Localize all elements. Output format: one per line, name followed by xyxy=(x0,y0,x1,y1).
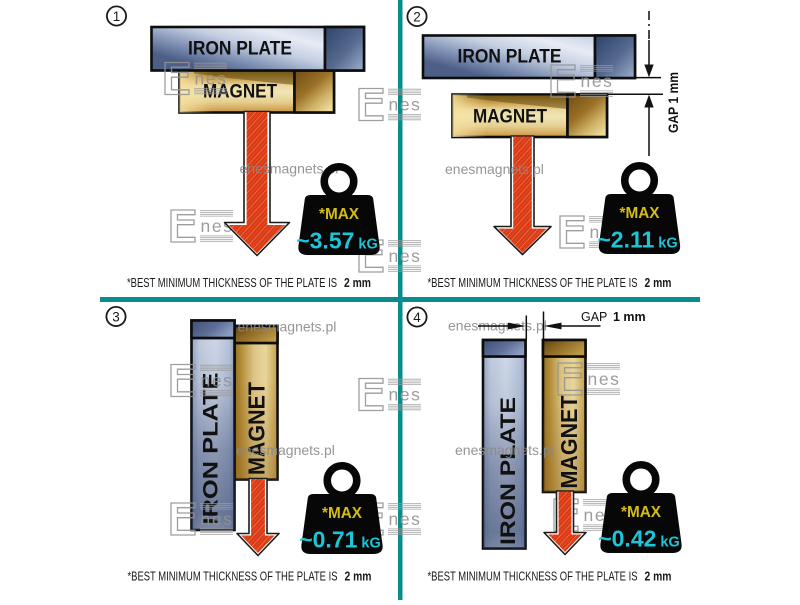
svg-text:2: 2 xyxy=(413,9,421,24)
svg-text:MAGNET: MAGNET xyxy=(473,107,547,128)
svg-text:1: 1 xyxy=(113,9,121,24)
svg-text:enesmagnets.pl: enesmagnets.pl xyxy=(238,319,337,335)
svg-text:2 mm: 2 mm xyxy=(645,276,672,290)
svg-text:2 mm: 2 mm xyxy=(645,570,672,584)
svg-text:*BEST MINIMUM THICKNESS OF THE: *BEST MINIMUM THICKNESS OF THE PLATE IS xyxy=(127,276,337,290)
svg-text:*MAX: *MAX xyxy=(322,505,362,522)
svg-text:enesmagnets.pl: enesmagnets.pl xyxy=(445,161,544,177)
svg-text:GAP: GAP xyxy=(581,310,607,324)
svg-text:*BEST MINIMUM THICKNESS OF THE: *BEST MINIMUM THICKNESS OF THE PLATE IS xyxy=(428,276,638,290)
svg-text:2 mm: 2 mm xyxy=(344,276,371,290)
svg-text:*MAX: *MAX xyxy=(319,206,359,223)
svg-text:IRON PLATE: IRON PLATE xyxy=(188,39,292,60)
svg-text:2 mm: 2 mm xyxy=(345,570,372,584)
svg-text:~2.11 kG: ~2.11 kG xyxy=(597,227,677,253)
svg-text:4: 4 xyxy=(413,310,421,325)
svg-text:IRON PLATE: IRON PLATE xyxy=(200,373,223,525)
svg-text:*BEST MINIMUM THICKNESS OF THE: *BEST MINIMUM THICKNESS OF THE PLATE IS xyxy=(128,570,338,584)
svg-text:enesmagnets.pl: enesmagnets.pl xyxy=(455,442,554,458)
svg-text:IRON PLATE: IRON PLATE xyxy=(458,47,562,68)
svg-text:MAGNET: MAGNET xyxy=(244,382,270,475)
svg-text:MAGNET: MAGNET xyxy=(556,396,582,489)
svg-text:1 mm: 1 mm xyxy=(613,310,646,324)
svg-text:*MAX: *MAX xyxy=(620,205,660,222)
svg-text:GAP 1 mm: GAP 1 mm xyxy=(665,72,681,133)
svg-text:*BEST MINIMUM THICKNESS OF THE: *BEST MINIMUM THICKNESS OF THE PLATE IS xyxy=(428,570,638,584)
svg-text:3: 3 xyxy=(112,309,120,324)
svg-text:enesmagnets.pl: enesmagnets.pl xyxy=(236,442,335,458)
svg-text:*MAX: *MAX xyxy=(621,504,661,521)
svg-text:enesmagnets.pl: enesmagnets.pl xyxy=(240,161,339,177)
svg-text:IRON PLATE: IRON PLATE xyxy=(497,397,520,545)
